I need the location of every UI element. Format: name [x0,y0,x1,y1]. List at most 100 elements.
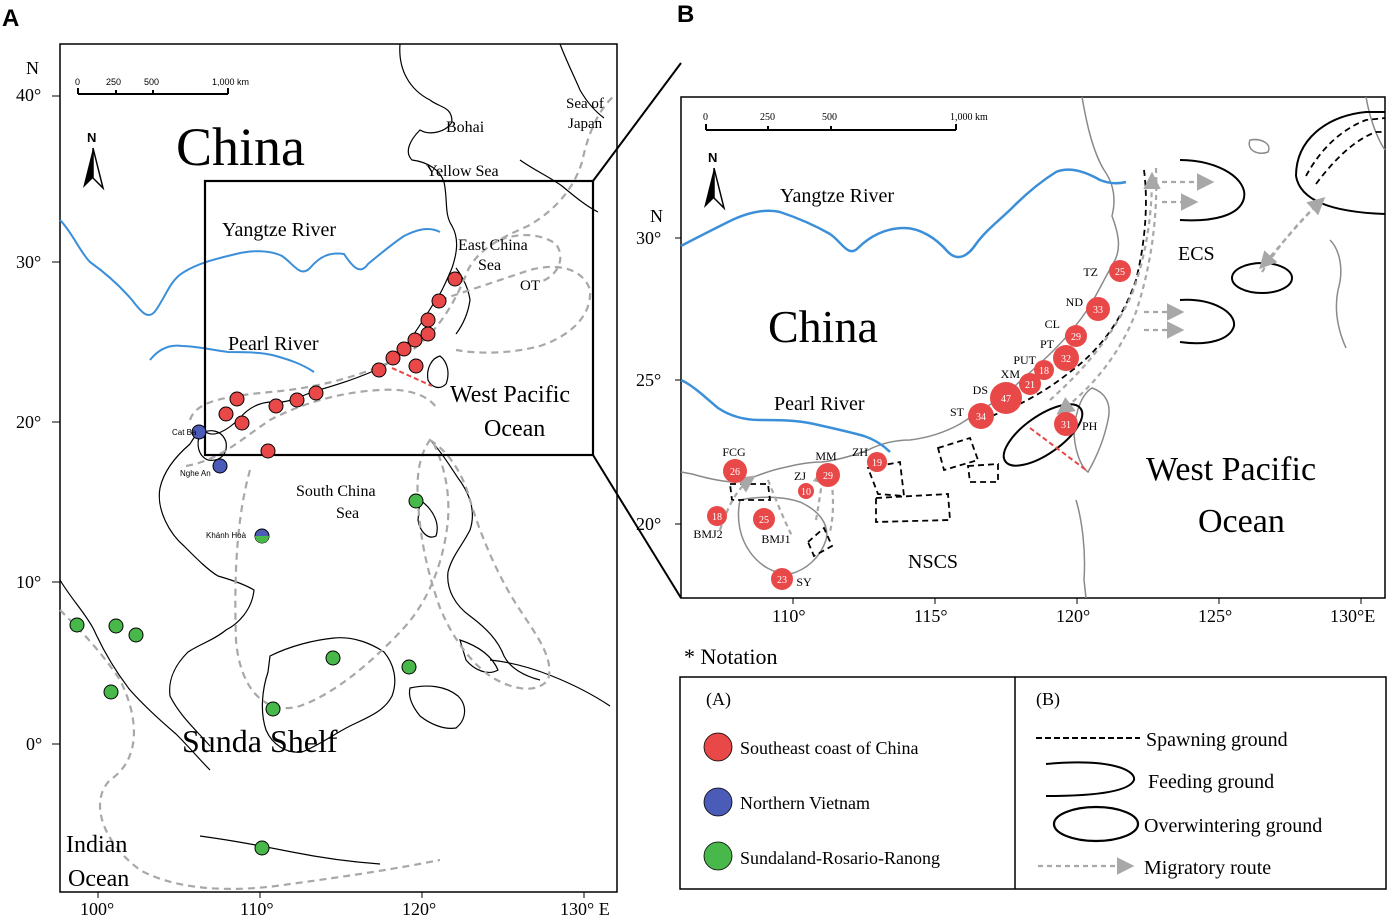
ecs-label: ECS [1178,243,1215,265]
svg-text:33: 33 [1093,305,1103,316]
ot-label: OT [520,278,540,294]
svg-text:Feeding ground: Feeding ground [1148,771,1274,793]
svg-text:10: 10 [801,487,811,498]
strait-line-a [391,367,433,387]
point-se-7 [385,350,401,366]
lon-ticks-a: 100° 110° 120° 130° E [80,892,610,919]
yellow-sea-label: Yellow Sea [426,163,499,180]
inset-connector-top [592,62,682,182]
point-sd-1 [408,493,424,509]
site-fcg: 26 FCG [722,445,747,483]
site-bmj2: 18 BMJ2 [693,506,727,541]
svg-text:31: 31 [1061,420,1071,431]
legend-item-feeding: Feeding ground [1045,761,1274,797]
south-china-sea-label-2: Sea [336,505,359,522]
svg-text:26: 26 [730,467,740,478]
svg-text:CL: CL [1045,317,1060,331]
svg-text:Northern Vietnam: Northern Vietnam [740,793,870,813]
svg-text:0: 0 [703,112,708,123]
panel-b: B N 30° 25° 20° 110° 115° 120° 125° 130°… [636,1,1386,626]
points-southeast-china [218,271,463,459]
svg-text:19: 19 [872,458,882,469]
lon-tick-b-115: 115° [914,606,948,626]
pearl-label-b: Pearl River [774,393,865,415]
point-sd-4 [128,627,144,643]
west-pacific-label-a-1: West Pacific [450,382,570,408]
panel-a: A N 40° 30° 20° 10° 0° 100° 110° 120° 13… [2,5,682,919]
lat-tick-b-30: 30° [636,228,661,248]
svg-text:47: 47 [1001,394,1011,405]
lon-tick-b-120: 120° [1056,606,1090,626]
svg-text:500: 500 [822,112,837,123]
site-zj: 10 ZJ [794,469,814,499]
labels-b: Yangtze River China Pearl River ECS West… [768,185,1316,573]
point-sd-9 [254,840,270,856]
point-se-12 [268,398,284,414]
svg-text:BMJ2: BMJ2 [693,527,722,541]
lat-tick-0: 0° [26,734,42,754]
svg-text:21: 21 [1025,380,1035,391]
east-china-sea-label-1: East China [458,237,528,254]
svg-text:Migratory route: Migratory route [1144,857,1271,879]
site-zh: 19 ZH [852,445,887,472]
north-arrow-a-icon: N [83,130,105,191]
point-se-11 [289,392,305,408]
point-se-4 [420,326,436,342]
legend-b-header: (B) [1036,689,1060,710]
point-sd-6 [401,659,417,675]
rivers-a [59,219,441,373]
svg-text:29: 29 [823,471,833,482]
north-label-b: N [650,206,663,226]
east-china-sea-label-2: Sea [478,257,501,274]
west-pacific-label-a-2: Ocean [484,416,545,442]
legend-item-northern-vietnam: Northern Vietnam [703,787,870,817]
svg-text:0: 0 [75,77,80,87]
china-label-b: China [768,301,878,352]
bohai-label: Bohai [446,119,485,136]
svg-text:ST: ST [950,405,965,419]
lon-tick-130: 130° E [560,899,610,919]
lat-tick-20: 20° [16,412,41,432]
svg-text:250: 250 [760,112,775,123]
point-se-15 [234,415,250,431]
svg-text:PT: PT [1040,337,1055,351]
labels-a: China Bohai Sea of Japan Yellow Sea Yang… [66,96,604,892]
panel-a-frame [59,43,618,893]
svg-text:TZ: TZ [1083,265,1098,279]
point-sd-2 [69,617,85,633]
inset-frame-a [203,179,595,457]
point-se-2 [431,293,447,309]
legend-item-migratory: Migratory route [1038,857,1271,879]
north-arrow-b-icon: N [704,150,726,211]
pearl-label-a: Pearl River [228,333,319,355]
site-st: 34 ST [950,403,994,429]
panel-a-letter: A [2,5,19,32]
indian-ocean-label-2: Ocean [68,866,129,892]
migratory-routes-b [718,167,1326,537]
svg-text:25: 25 [1115,267,1125,278]
lon-tick-110: 110° [240,899,274,919]
lon-tick-100: 100° [80,899,114,919]
svg-text:34: 34 [976,412,986,423]
legend-item-southeast-china: Southeast coast of China [703,732,918,762]
svg-text:XM: XM [1001,367,1021,381]
yangtze-label-a: Yangtze River [222,219,336,241]
lon-tick-b-130: 130°E [1330,606,1375,626]
svg-text:FCG: FCG [722,445,746,459]
point-sd-3 [108,618,124,634]
north-label-a: N [26,58,39,78]
point-se-16 [260,443,276,459]
lat-ticks-b: N 30° 25° 20° [636,206,681,534]
svg-text:Sundaland-Rosario-Ranong: Sundaland-Rosario-Ranong [740,848,940,868]
rivers-b [680,168,1127,453]
point-se-1 [447,271,463,287]
lat-tick-b-20: 20° [636,514,661,534]
legend-a-header: (A) [706,689,731,710]
yangtze-river-b [680,168,1127,259]
legend-item-spawning: Spawning ground [1036,729,1288,751]
legend: * Notation (A) Southeast coast of China … [679,644,1387,890]
panel-b-letter: B [677,1,694,28]
point-sd-5 [325,650,341,666]
svg-text:SY: SY [796,575,812,589]
